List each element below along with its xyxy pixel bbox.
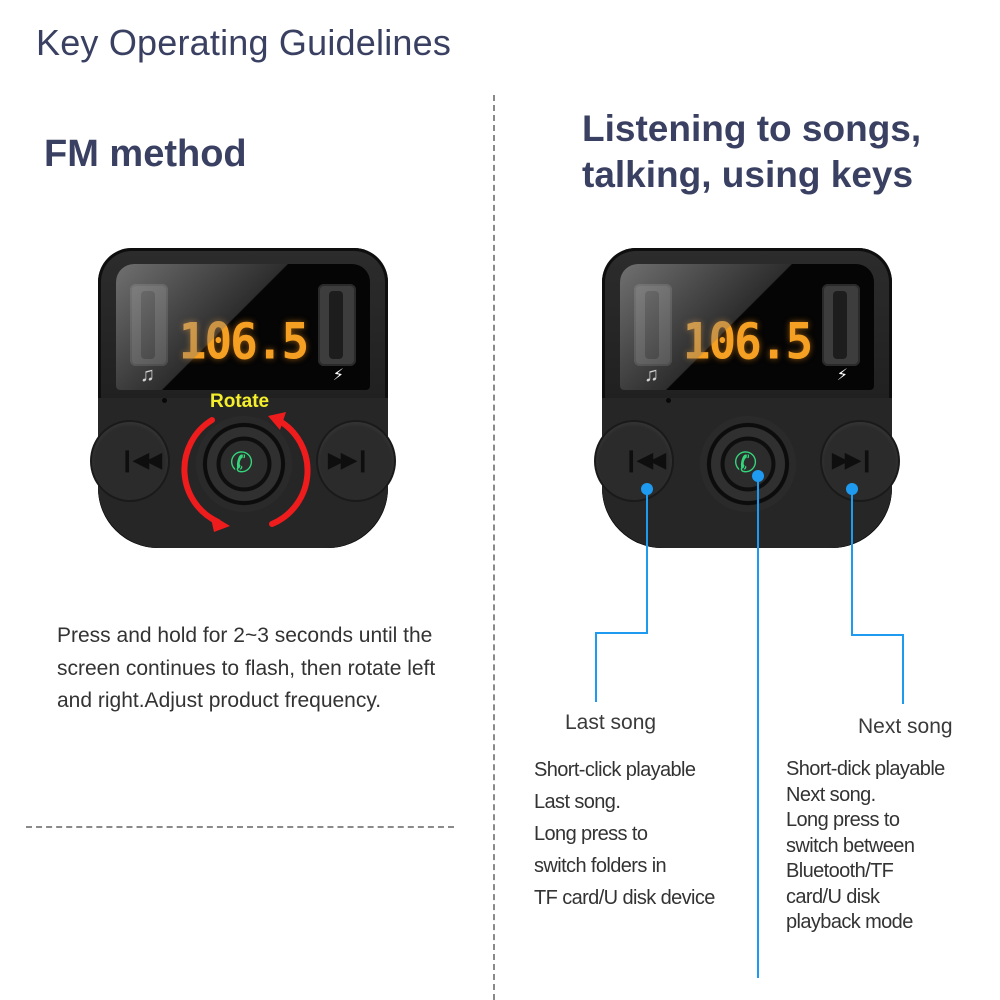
callout-line-call: [757, 476, 759, 978]
next-song-line: playback mode: [786, 911, 913, 933]
fm-method-description: Press and hold for 2~3 seconds until the…: [57, 624, 436, 712]
horizontal-divider: [26, 826, 454, 828]
rotate-arrows-icon: [181, 412, 311, 532]
previous-track-icon: ❙◀◀: [622, 447, 666, 472]
callout-line-prev-horizontal: [595, 632, 648, 634]
call-rotary-knob[interactable]: ✆: [196, 416, 292, 512]
next-track-icon: ▶▶❙: [831, 447, 876, 472]
page-title: Key Operating Guidelines: [36, 22, 452, 63]
call-button[interactable]: ✆: [700, 416, 796, 512]
last-song-line: Long press to: [534, 823, 648, 845]
previous-track-button[interactable]: ❙◀◀: [90, 420, 170, 502]
next-song-line: Next song.: [786, 783, 876, 806]
microphone-hole: [162, 398, 167, 403]
last-song-line: Last song.: [534, 791, 621, 813]
last-song-description: Short-click playable Last song. Long pre…: [534, 754, 715, 914]
previous-track-button[interactable]: ❙◀◀: [594, 420, 674, 502]
next-track-button[interactable]: ▶▶❙: [820, 420, 900, 502]
microphone-hole: [666, 398, 671, 403]
fm-transmitter-device-right: 106.5 ♫ ⚡ ❙◀◀ ▶▶❙ ✆: [594, 248, 900, 548]
rotate-label: Rotate: [210, 391, 270, 412]
fm-transmitter-device-left: 106.5 ♫ ⚡ ❙◀◀ ▶▶❙ ✆ Rotate: [90, 248, 396, 548]
screen-glare: [620, 264, 874, 390]
fm-method-heading: FM method: [44, 133, 247, 175]
callout-line-prev-drop: [595, 632, 597, 702]
device-screen: 106.5 ♫ ⚡: [620, 264, 874, 390]
callout-line-next-vertical: [851, 489, 853, 636]
keys-heading-line-2: talking, using keys: [582, 154, 914, 195]
next-track-button[interactable]: ▶▶❙: [316, 420, 396, 502]
next-song-line: Short-dick playable: [786, 758, 945, 780]
keys-heading-line-1: Listening to songs,: [582, 108, 922, 149]
callout-line-prev-vertical: [646, 489, 648, 634]
next-track-icon: ▶▶❙: [327, 447, 372, 472]
next-song-description: Short-dick playable Next song. Long pres…: [786, 757, 945, 936]
next-song-line: switch between: [786, 834, 915, 857]
last-song-line: Short-click playable: [534, 759, 696, 781]
last-song-label: Last song: [565, 711, 657, 734]
next-song-line: Long press to: [786, 809, 900, 831]
previous-track-icon: ❙◀◀: [118, 447, 162, 472]
device-screen: 106.5 ♫ ⚡: [116, 264, 370, 390]
next-song-line: Bluetooth/TF: [786, 860, 894, 882]
keys-heading: Listening to songs, talking, using keys: [582, 106, 982, 198]
last-song-line: TF card/U disk device: [534, 887, 715, 909]
last-song-line: switch folders in: [534, 855, 667, 877]
next-song-label: Next song: [858, 715, 953, 738]
vertical-divider: [493, 95, 495, 1000]
next-song-line: card/U disk: [786, 885, 880, 908]
screen-glare: [116, 264, 370, 390]
callout-line-next-horizontal: [851, 634, 904, 636]
callout-line-next-drop: [902, 634, 904, 704]
